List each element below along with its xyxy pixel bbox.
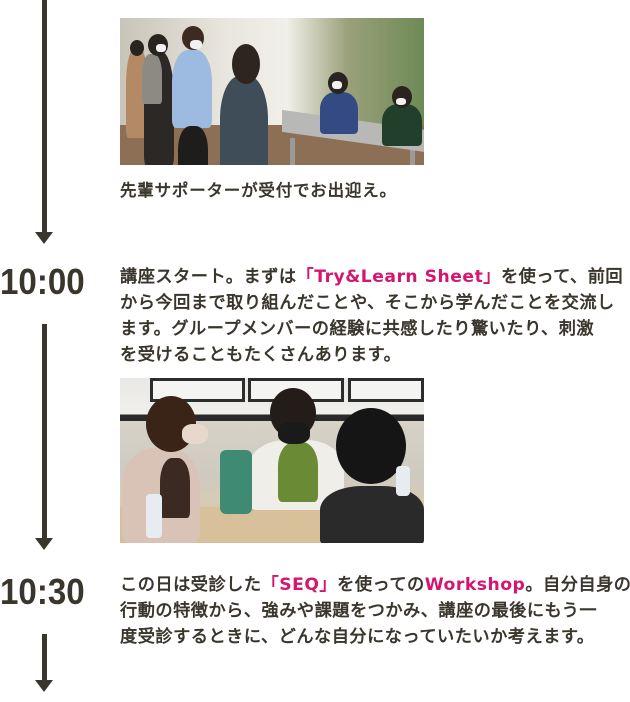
arrow-down-icon [35,680,53,692]
time-label-1030: 10:30 [0,571,85,612]
arrow-down-icon [35,538,53,550]
reception-caption: 先輩サポーターが受付でお出迎え。 [120,181,397,200]
description-line: 行動の特徴から、強みや課題をつかみ、講座の最後にもう一 [120,601,598,621]
timeline-line-segment-1 [42,0,47,236]
timeline-line-segment-2 [42,324,47,540]
timeline-line-segment-3 [42,634,47,682]
group-discussion-photo [120,378,424,543]
try-learn-sheet-highlight: 「Try&Learn Sheet」 [296,267,501,287]
description-line: 講座スタート。まずは「Try&Learn Sheet」を使って、前回 [120,267,624,287]
description-line: この日は受診した「SEQ」を使ってのWorkshop。自分自身の [120,575,630,595]
description-line: を受けることもたくさんあります。 [120,345,402,365]
arrow-down-icon [35,232,53,244]
description-line: 度受診するときに、どんな自分になっていたいか考えます。 [120,627,595,647]
seq-highlight: 「SEQ」 [261,575,338,595]
workshop-highlight: Workshop [424,575,526,595]
workshop-description: この日は受診した「SEQ」を使ってのWorkshop。自分自身の 行動の特徴から… [120,572,630,650]
description-line: から今回まで取り組んだことや、そこから学んだことを交流し [120,293,615,313]
session-start-description: 講座スタート。まずは「Try&Learn Sheet」を使って、前回 から今回ま… [120,264,630,368]
description-line: ます。グループメンバーの経験に共感したり驚いたり、刺激 [120,319,595,339]
reception-photo [120,18,424,165]
time-label-1000: 10:00 [0,261,85,302]
